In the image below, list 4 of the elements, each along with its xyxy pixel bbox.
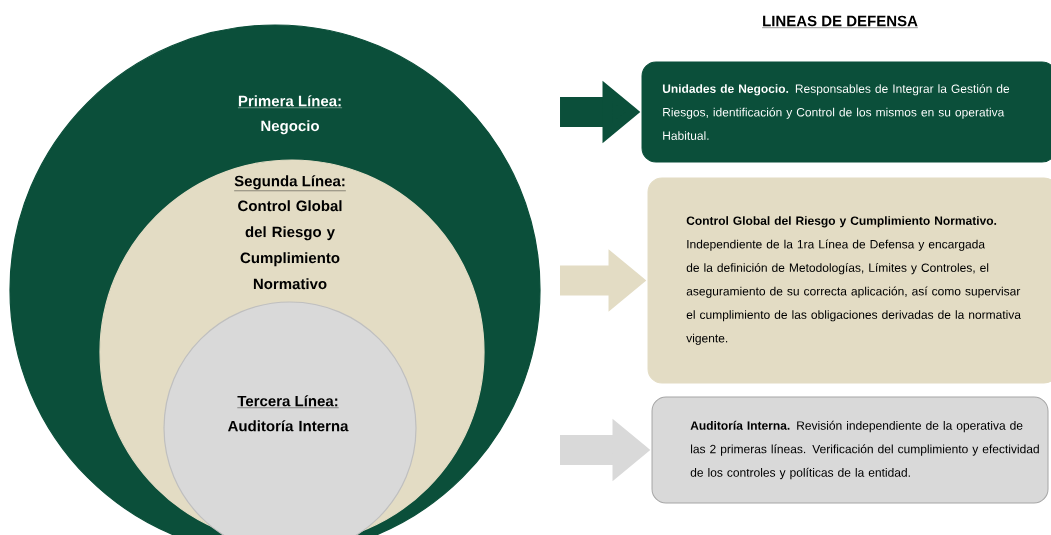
- text-box: Auditoría Interna. Revisión independiente de la operativa de las 2 primeras líneas. Verificación del cumplimiento y efectividad de los controles y políticas de la entidad.: [651, 396, 1049, 504]
- text-box: Unidades de Negocio. Responsables de Integrar la Gestión de Riesgos, identificación y Control de los mismos en su operativa Habitual.: [641, 61, 1051, 163]
- text-box: Control Global del Riesgo y Cumplimiento Normativo. Independiente de la 1ra Línea de Defensa y encargada de la definición de Metodologías, Límites y Controles, el aseguramiento de su correcta aplicación, así como supervisar el cumplimiento de las obligaciones derivadas de la normativa vigente.: [647, 177, 1051, 384]
- title: LINEAS DE DEFENSA: [761, 15, 919, 28]
